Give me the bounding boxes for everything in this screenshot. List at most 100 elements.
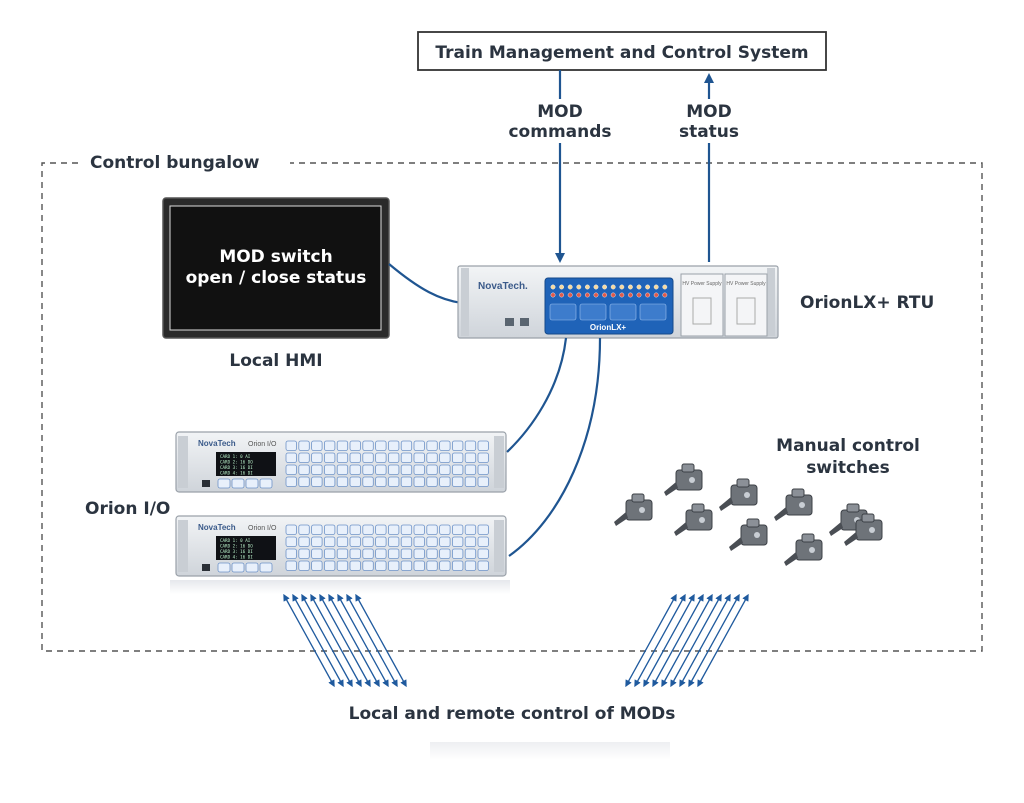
io-terminal [400,524,413,535]
mod-status-label-1: MOD [686,102,731,122]
switch-icon [719,478,758,511]
io-terminal [298,440,310,451]
io-terminal [298,548,310,559]
io-terminal [387,440,400,451]
io-terminal [349,524,361,535]
io-brand: NovaTech [198,439,236,448]
io-terminal [285,452,297,463]
rtu-caption: OrionLX+ RTU [800,293,934,313]
io-shadow [170,580,510,594]
io-terminal [323,524,336,535]
rtu-led [585,284,590,290]
rtu-led [619,292,625,298]
train-management-system: Train Management and Control System [417,31,827,71]
io-terminal [464,440,477,451]
io-terminal [451,524,464,535]
io-terminal [362,476,374,487]
rtu-led [628,292,633,298]
rtu-led [559,284,564,290]
io-display-line: CARD 2: 16 DO [220,460,253,465]
io-terminal [311,440,323,451]
io-terminal [426,452,438,463]
io-terminal [375,524,387,535]
io-terminal [439,560,451,571]
io-terminal [336,464,349,475]
rtu-led [593,292,599,298]
io-terminal [298,452,310,463]
rtu-status-block [579,303,607,321]
rtu-led [619,284,625,290]
io-terminal [285,440,297,451]
io-button [217,478,231,489]
io-terminal [451,452,464,463]
rtu-led [662,284,668,290]
io-terminal [464,524,477,535]
io-model: Orion I/O [248,525,277,532]
io-terminal-grid [217,440,489,489]
io-terminal [439,452,451,463]
io-terminal [413,560,425,571]
io-terminal [400,536,413,547]
io-port [202,480,210,487]
rtu-led [602,284,607,290]
io-terminal [285,536,297,547]
orion-io-group: NovaTech Orion I/O CARD 1: 0 AI CARD 2: … [170,431,510,594]
orionlx-rtu: NovaTech. OrionLX+ HV Power Supply HV Po… [457,265,779,339]
io-display-line: CARD 2: 16 DO [220,544,253,549]
rtu-led [550,292,556,298]
io-button [231,562,245,573]
rtu-usb-port [520,318,529,326]
io-terminal [426,464,438,475]
io-terminal [323,452,336,463]
io-terminal [375,548,387,559]
rtu-led [559,292,564,298]
rtu-brand: NovaTech. [478,281,528,292]
io-terminal [387,536,400,547]
io-terminal [375,476,387,487]
switch-icon [774,488,813,521]
rtu-led [636,292,642,298]
io-terminal [336,476,349,487]
io-terminal [323,476,336,487]
io-terminal [451,560,464,571]
io-terminal [298,560,310,571]
train-management-system-label: Train Management and Control System [435,43,808,63]
io-terminal [400,440,413,451]
io-terminal [387,464,400,475]
io-terminal [400,560,413,571]
io-terminal [336,560,349,571]
io-terminal [349,452,361,463]
io-terminal [285,548,297,559]
local-hmi: MOD switch open / close status [162,197,390,339]
hatch-arrow [652,593,704,688]
io-terminal [413,464,425,475]
hatch-arrow [634,593,686,688]
io-button [259,562,273,573]
mod-commands-label-2: commands [508,122,611,142]
switch-icon [784,533,823,566]
io-terminal [362,560,374,571]
hatch-arrow [310,593,362,688]
io-terminal [451,536,464,547]
io-terminal [362,464,374,475]
io-terminal [400,452,413,463]
io-display [216,536,276,560]
io-terminal [464,476,477,487]
io-brand: NovaTech [198,523,236,532]
io-display-line: CARD 4: 16 DI [220,471,253,476]
io-terminal [400,476,413,487]
io-terminal [464,560,477,571]
io-terminal [477,476,489,487]
hatch-arrow [319,593,371,688]
rtu-led-panel [549,284,668,321]
hmi-screen-line-1: MOD switch [219,247,332,267]
io-terminal [400,548,413,559]
io-terminal [387,476,400,487]
io-terminal [439,476,451,487]
io-terminal [349,536,361,547]
hmi-screen-line-2: open / close status [186,268,367,288]
io-terminal [323,536,336,547]
io-terminal [464,452,477,463]
switch-icon [664,463,703,496]
